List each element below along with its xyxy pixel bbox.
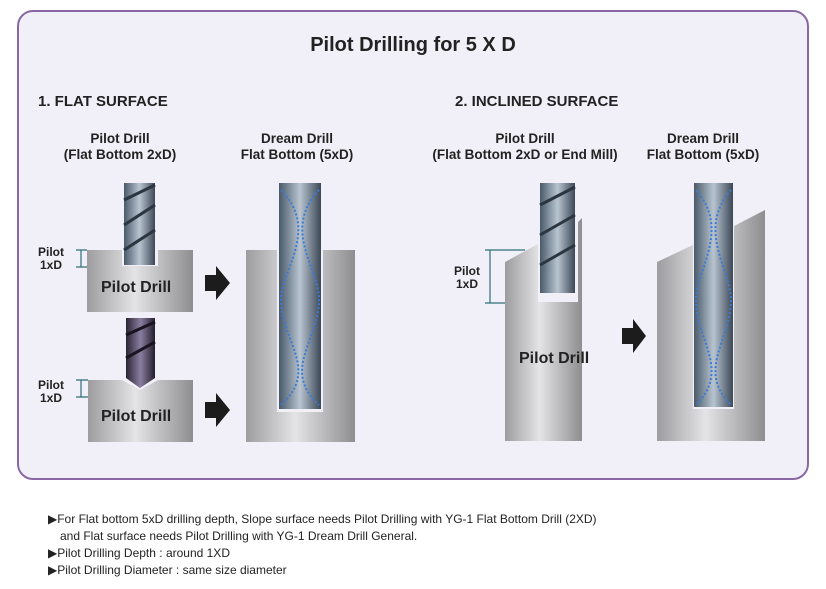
label-line: Dream Drill	[666, 131, 740, 146]
label-line: Pilot Drill	[90, 131, 150, 146]
arrow-icons	[205, 266, 646, 427]
pilot-block-inclined	[505, 183, 582, 441]
label-line: (Flat Bottom 2xD)	[63, 147, 177, 162]
label-line: (Flat Bottom 2xD or End Mill)	[432, 147, 618, 162]
label-line: Flat Bottom (5xD)	[240, 147, 354, 162]
depth-label-line: 1xD	[39, 258, 62, 272]
note-item: ▶Pilot Drilling Diameter : same size dia…	[48, 563, 287, 577]
pilot-block-pointed	[88, 318, 193, 442]
depth-label-line: Pilot	[38, 245, 64, 259]
page-title: Pilot Drilling for 5 X D	[310, 34, 516, 56]
section-heading-flat: 1. FLAT SURFACE	[38, 93, 168, 110]
dream-block-flat	[246, 183, 355, 442]
block-label: Pilot Drill	[101, 408, 172, 425]
pilot-drill-icon	[124, 183, 155, 265]
label-line: Dream Drill	[260, 131, 334, 146]
label-line: Pilot Drill	[495, 131, 555, 146]
note-item: ▶Pilot Drilling Depth : around 1XD	[48, 546, 230, 560]
depth-label-line: Pilot	[454, 264, 480, 278]
depth-label-line: 1xD	[39, 391, 62, 405]
pilot-drill-label-flat: Pilot Drill (Flat Bottom 2xD)	[20, 131, 220, 163]
note-item: and Flat surface needs Pilot Drilling wi…	[60, 529, 418, 543]
depth-marker-icons	[76, 249, 525, 398]
depth-label-line: 1xD	[455, 277, 478, 291]
pilot-drill-label-inclined: Pilot Drill (Flat Bottom 2xD or End Mill…	[405, 131, 645, 163]
notes-list: ▶For Flat bottom 5xD drilling depth, Slo…	[48, 511, 597, 579]
dream-block-inclined	[657, 183, 765, 441]
section-heading-inclined: 2. INCLINED SURFACE	[455, 93, 619, 110]
note-item: ▶For Flat bottom 5xD drilling depth, Slo…	[48, 512, 597, 526]
general-drill-icon	[126, 318, 155, 388]
label-line: Flat Bottom (5xD)	[646, 147, 760, 162]
pilot-block-flat	[87, 183, 193, 312]
dream-drill-icon	[279, 183, 321, 409]
block-label: Pilot Drill	[101, 279, 172, 296]
dream-drill-label-inclined: Dream Drill Flat Bottom (5xD)	[603, 131, 803, 163]
dream-drill-label-flat: Dream Drill Flat Bottom (5xD)	[197, 131, 397, 163]
depth-label-line: Pilot	[38, 378, 64, 392]
dream-drill-icon	[694, 183, 733, 407]
block-label: Pilot Drill	[519, 350, 590, 367]
pilot-drill-icon	[540, 183, 575, 293]
